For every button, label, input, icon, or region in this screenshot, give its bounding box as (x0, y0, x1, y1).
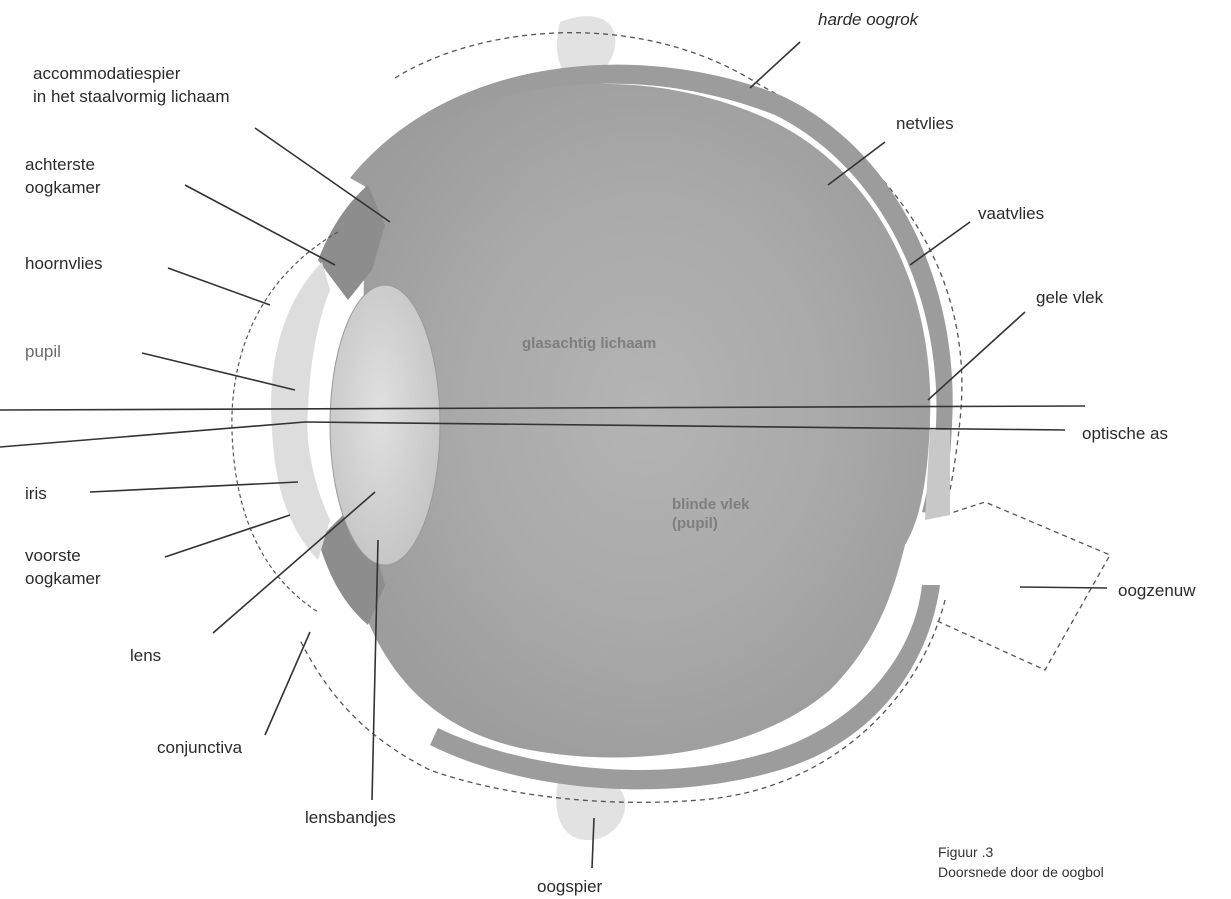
vitreous-body (360, 84, 930, 758)
label-accommodation-muscle: accommodatiespier in het staalvormig lic… (33, 62, 230, 108)
anterior-chamber (271, 262, 330, 560)
label-posterior-chamber-line2: oogkamer (25, 176, 101, 199)
label-anterior-chamber: voorste oogkamer (25, 544, 101, 590)
label-vitreous-body: glasachtig lichaam (522, 334, 656, 353)
label-accommodation-muscle-line2: in het staalvormig lichaam (33, 85, 230, 108)
label-eye-muscle: oogspier (537, 875, 602, 898)
leader-cornea (168, 268, 270, 305)
label-optical-axis: optische as (1082, 422, 1168, 445)
leader-pupil (142, 353, 295, 390)
label-choroid: vaatvlies (978, 202, 1044, 225)
label-lens: lens (130, 644, 161, 667)
label-posterior-chamber-line1: achterste (25, 153, 101, 176)
label-retina: netvlies (896, 112, 954, 135)
leader-iris (90, 482, 298, 492)
label-cornea: hoornvlies (25, 252, 103, 275)
label-iris: iris (25, 482, 47, 505)
figure-description: Doorsnede door de oogbol (938, 862, 1104, 882)
label-sclera: harde oogrok (818, 8, 918, 31)
leader-optic-nerve (1020, 587, 1107, 588)
label-accommodation-muscle-line1: accommodatiespier (33, 62, 230, 85)
label-pupil: pupil (25, 340, 61, 363)
label-yellow-spot: gele vlek (1036, 286, 1103, 309)
leader-sclera (750, 42, 800, 88)
optical-axis-line-2 (0, 422, 305, 447)
label-conjunctiva: conjunctiva (157, 736, 242, 759)
label-zonule-fibers: lensbandjes (305, 806, 396, 829)
label-anterior-chamber-line2: oogkamer (25, 567, 101, 590)
lens-shape (330, 285, 440, 565)
label-blind-spot-line1: blinde vlek (672, 495, 750, 514)
figure-number: Figuur .3 (938, 842, 1104, 862)
label-blind-spot-line2: (pupil) (672, 514, 750, 533)
leader-conjunctiva (265, 632, 310, 735)
optic-nerve-outline (935, 502, 1110, 670)
leader-anterior-chamber (165, 515, 290, 557)
label-anterior-chamber-line1: voorste (25, 544, 101, 567)
label-posterior-chamber: achterste oogkamer (25, 153, 101, 199)
label-blind-spot: blinde vlek (pupil) (672, 495, 750, 533)
label-optic-nerve: oogzenuw (1118, 579, 1196, 602)
figure-caption: Figuur .3 Doorsnede door de oogbol (938, 842, 1104, 882)
leader-posterior-chamber (185, 185, 335, 265)
